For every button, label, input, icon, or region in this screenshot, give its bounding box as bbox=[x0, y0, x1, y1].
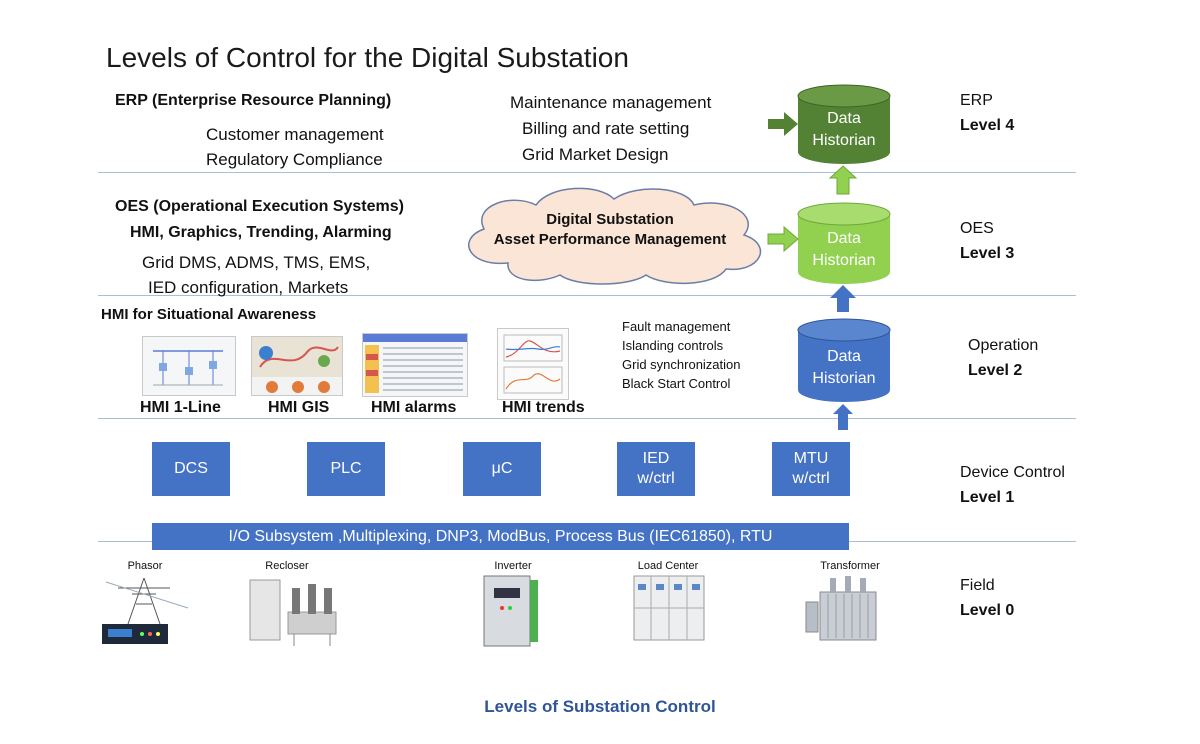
recloser-device-icon bbox=[249, 579, 337, 646]
inverter-device-icon bbox=[483, 575, 538, 647]
historian-level4-label: Data Historian bbox=[796, 108, 892, 152]
transformer-device-icon bbox=[805, 576, 877, 641]
operation-heading: HMI for Situational Awareness bbox=[101, 306, 317, 323]
field-label: Load Center bbox=[637, 560, 699, 572]
device-label: μC bbox=[491, 460, 513, 477]
level-name: Field bbox=[960, 577, 995, 594]
device-box-ied: IED w/ctrl bbox=[617, 442, 695, 496]
level-label-field: Field Level 0 bbox=[960, 573, 1014, 623]
erp-right-item: Grid Market Design bbox=[522, 145, 669, 164]
hmi-label: HMI alarms bbox=[371, 399, 457, 416]
hmi-label: HMI 1-Line bbox=[140, 399, 221, 416]
one-line-diagram-icon bbox=[153, 350, 223, 386]
level-name: ERP bbox=[960, 92, 993, 109]
gis-map-icon bbox=[252, 337, 342, 395]
control-item: Black Start Control bbox=[622, 376, 731, 391]
level-label-erp: ERP Level 4 bbox=[960, 88, 1014, 138]
alarm-table-icon bbox=[363, 334, 467, 393]
hmi-alarms-image bbox=[362, 333, 468, 397]
device-label: w/ctrl bbox=[637, 470, 675, 487]
historian-level4-cylinder bbox=[797, 84, 891, 164]
hmi-1line-image bbox=[142, 336, 236, 396]
oes-item: IED configuration, Markets bbox=[148, 278, 349, 297]
hmi-trends-image bbox=[497, 328, 569, 400]
apm-cloud-text: Digital Substation Asset Performance Man… bbox=[438, 210, 782, 250]
device-label: w/ctrl bbox=[792, 470, 830, 487]
level-label-operation: Operation Level 2 bbox=[968, 333, 1038, 383]
control-item: Islanding controls bbox=[622, 338, 724, 353]
historian-line: Historian bbox=[812, 252, 876, 269]
historian-line: Historian bbox=[812, 370, 876, 387]
level-number: Level 2 bbox=[968, 362, 1023, 379]
historian-line: Data bbox=[827, 110, 861, 127]
io-subsystem-bar: I/O Subsystem ,Multiplexing, DNP3, ModBu… bbox=[152, 523, 849, 550]
level-number: Level 3 bbox=[960, 245, 1015, 262]
erp-heading: ERP (Enterprise Resource Planning) bbox=[115, 92, 392, 109]
device-box-dcs: DCS bbox=[152, 442, 230, 496]
erp-left-item: Regulatory Compliance bbox=[206, 150, 383, 169]
figure-caption: Levels of Substation Control bbox=[484, 697, 716, 716]
field-label: Transformer bbox=[820, 560, 880, 572]
field-label: Recloser bbox=[265, 560, 309, 572]
level-name: Operation bbox=[968, 337, 1039, 354]
historian-line: Data bbox=[827, 230, 861, 247]
oes-subheading: HMI, Graphics, Trending, Alarming bbox=[130, 224, 392, 241]
erp-right-item: Billing and rate setting bbox=[522, 119, 690, 138]
separator-level2 bbox=[98, 418, 1076, 419]
field-label: Inverter bbox=[494, 560, 532, 572]
hmi-label: HMI trends bbox=[502, 399, 585, 416]
device-box-plc: PLC bbox=[307, 442, 385, 496]
separator-level3 bbox=[98, 295, 1076, 296]
historian-level3-cylinder bbox=[797, 202, 891, 284]
apm-cloud bbox=[468, 187, 762, 285]
erp-right-list: Maintenance management Billing and rate … bbox=[510, 90, 711, 168]
cloud-line: Asset Performance Management bbox=[493, 231, 727, 248]
device-box-uc: μC bbox=[463, 442, 541, 496]
level-name: OES bbox=[960, 220, 994, 237]
historian-level2-label: Data Historian bbox=[796, 346, 892, 390]
erp-left-list: Customer management Regulatory Complianc… bbox=[206, 122, 384, 172]
level-number: Level 4 bbox=[960, 117, 1015, 134]
device-label: IED bbox=[642, 450, 670, 467]
historian-level2-cylinder bbox=[797, 318, 891, 402]
level-name: Device Control bbox=[960, 464, 1065, 481]
control-item: Fault management bbox=[622, 319, 731, 334]
phasor-device-icon bbox=[102, 577, 189, 644]
device-box-mtu: MTU w/ctrl bbox=[772, 442, 850, 496]
trend-chart-icon bbox=[503, 334, 563, 394]
arrow-right-icon bbox=[767, 225, 799, 253]
erp-right-item: Maintenance management bbox=[510, 93, 712, 112]
device-label: PLC bbox=[330, 460, 362, 477]
arrow-up-icon bbox=[828, 165, 858, 195]
oes-heading: OES (Operational Execution Systems) bbox=[115, 198, 404, 215]
operation-control-list: Fault management Islanding controls Grid… bbox=[622, 317, 741, 393]
load-center-device-icon bbox=[633, 575, 705, 641]
oes-list: Grid DMS, ADMS, TMS, EMS, IED configurat… bbox=[142, 250, 370, 300]
cloud-line: Digital Substation bbox=[546, 211, 674, 228]
field-label: Phasor bbox=[127, 560, 163, 572]
device-label: MTU bbox=[793, 450, 829, 467]
level-number: Level 0 bbox=[960, 602, 1015, 619]
hmi-label: HMI GIS bbox=[268, 399, 330, 416]
arrow-right-icon bbox=[768, 112, 798, 136]
erp-left-item: Customer management bbox=[206, 125, 384, 144]
arrow-up-icon bbox=[830, 285, 856, 312]
level-label-oes: OES Level 3 bbox=[960, 216, 1014, 266]
separator-level4 bbox=[98, 172, 1076, 173]
arrow-up-icon bbox=[833, 404, 853, 430]
page-title: Levels of Control for the Digital Substa… bbox=[106, 42, 629, 73]
level-number: Level 1 bbox=[960, 489, 1015, 506]
control-item: Grid synchronization bbox=[622, 357, 741, 372]
historian-level3-label: Data Historian bbox=[796, 228, 892, 272]
device-label: DCS bbox=[174, 460, 208, 477]
hmi-gis-image bbox=[251, 336, 343, 396]
historian-line: Data bbox=[827, 348, 861, 365]
historian-line: Historian bbox=[812, 132, 876, 149]
level-label-device-control: Device Control Level 1 bbox=[960, 460, 1065, 510]
oes-item: Grid DMS, ADMS, TMS, EMS, bbox=[142, 253, 371, 272]
